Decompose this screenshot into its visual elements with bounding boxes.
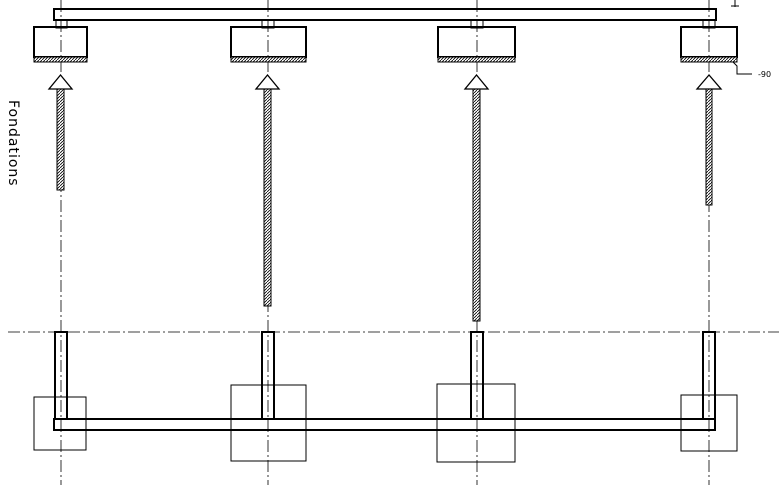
level-label: -90 — [758, 70, 772, 79]
load-arrow-1-shaft — [56, 88, 65, 191]
section-label: Fondations — [5, 100, 21, 187]
load-arrow-3-head — [463, 73, 490, 90]
top-beam — [53, 8, 717, 21]
load-arrow-3-shaft — [472, 88, 481, 322]
load-arrow-2-head — [254, 73, 281, 90]
footing-2-base — [230, 56, 307, 63]
load-arrow-2-shaft — [263, 88, 272, 307]
load-arrow-4-head — [695, 74, 723, 90]
plan-footing-1 — [33, 396, 87, 451]
footing-4-base — [680, 56, 738, 63]
plan-footing-2 — [230, 384, 307, 462]
load-arrow-4-shaft — [705, 88, 713, 206]
plan-footing-4 — [680, 394, 738, 452]
footing-3-base — [437, 56, 516, 63]
ground-beam — [53, 418, 716, 431]
footing-1-base — [33, 56, 88, 63]
plan-footing-3 — [436, 383, 516, 463]
load-arrow-1-head — [47, 73, 74, 90]
level-leader — [732, 61, 752, 75]
footing-3 — [437, 26, 516, 58]
footing-1 — [33, 26, 88, 58]
footing-2 — [230, 26, 307, 58]
